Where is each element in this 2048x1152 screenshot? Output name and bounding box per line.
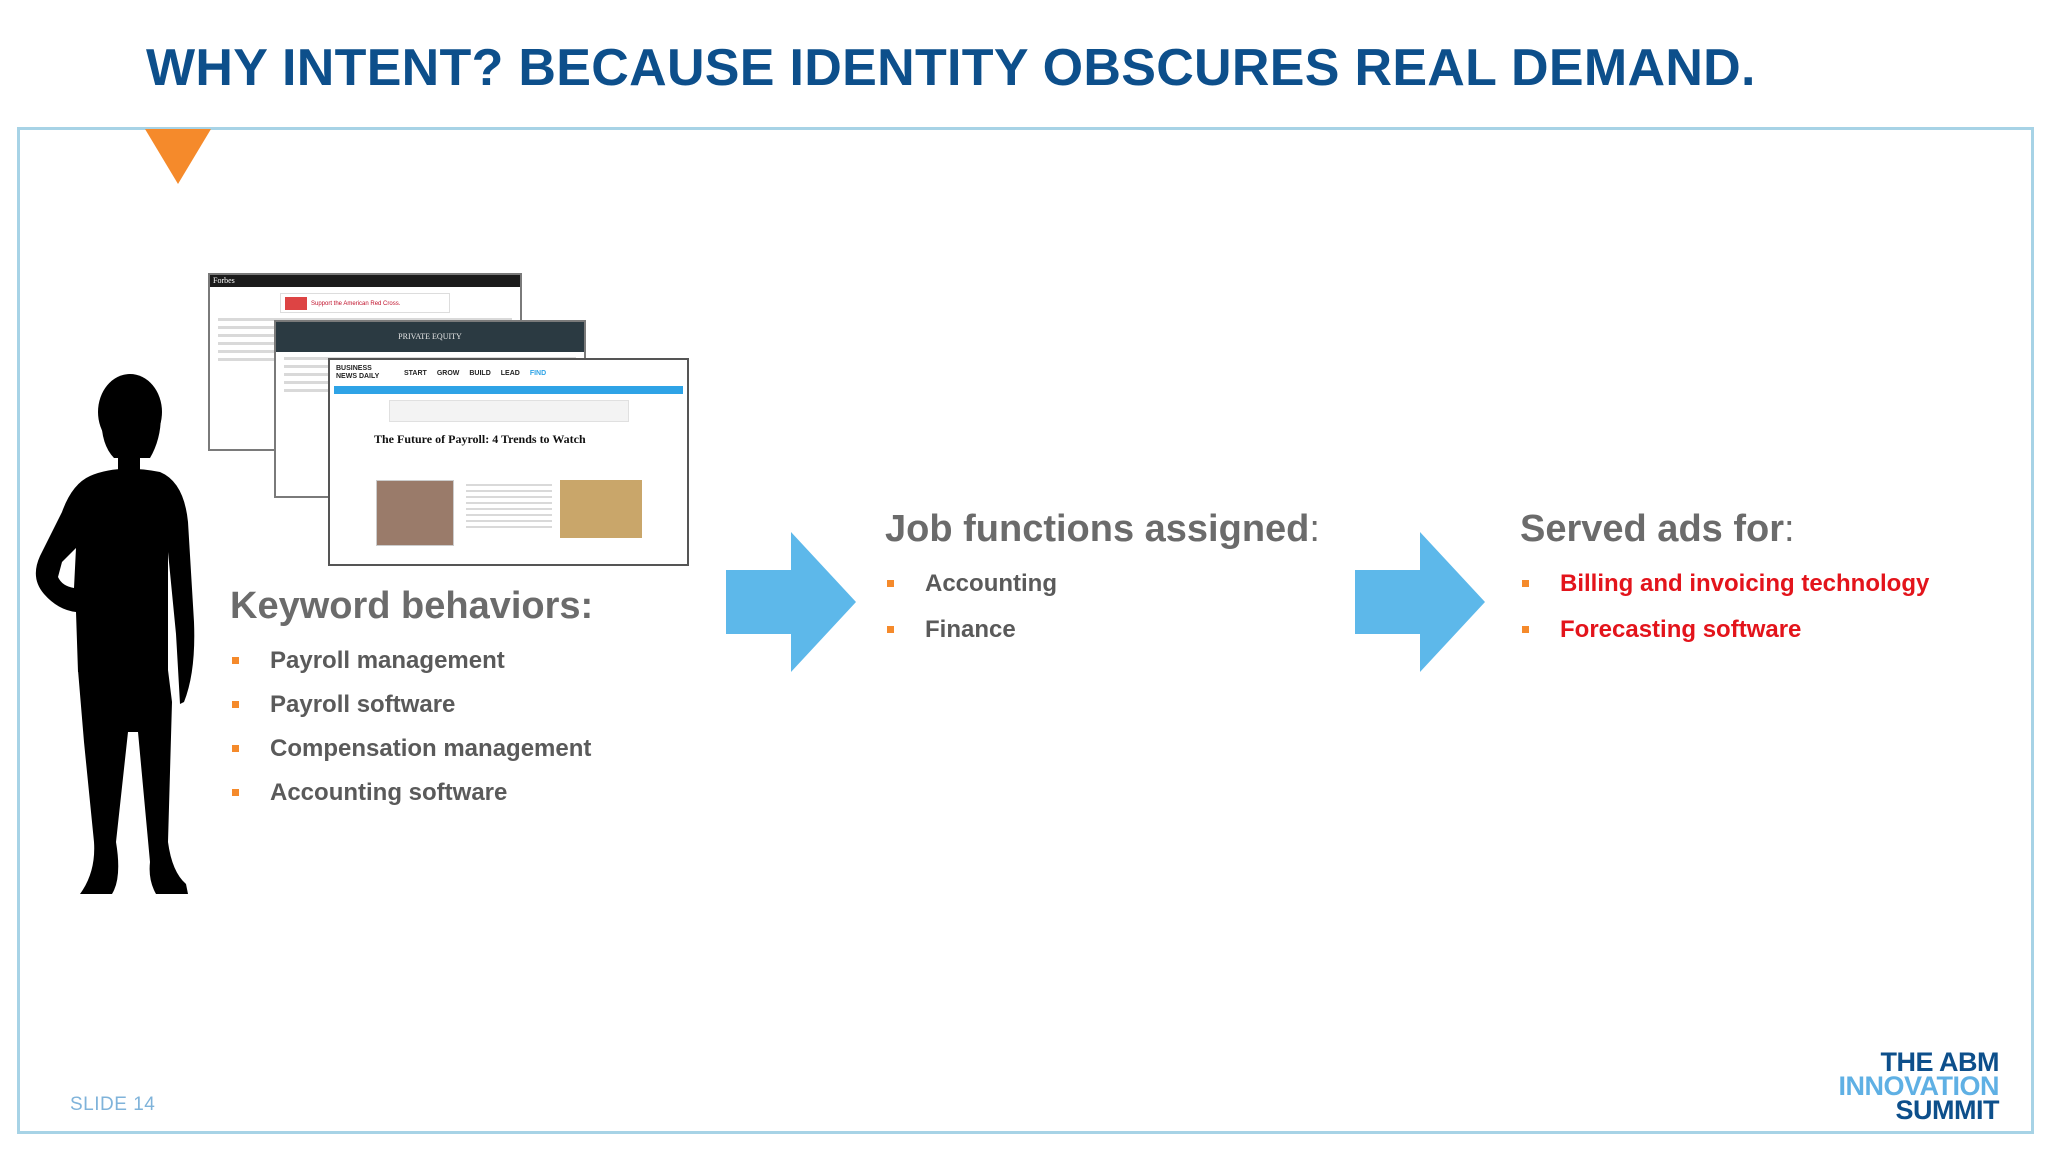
bnd-nav-bar bbox=[334, 386, 683, 394]
job-functions-heading-text: Job functions assigned bbox=[885, 508, 1310, 550]
wsj-masthead: PRIVATE EQUITY bbox=[276, 322, 584, 352]
job-functions-list: Accounting Finance bbox=[887, 569, 1057, 661]
bnd-banner-ad bbox=[388, 400, 629, 422]
job-functions-colon: : bbox=[1309, 508, 1320, 550]
list-item: Payroll management bbox=[232, 646, 591, 690]
keyword-behaviors-list: Payroll management Payroll software Comp… bbox=[232, 646, 591, 822]
bnd-header: BUSINESS NEWS DAILY START GROW BUILD LEA… bbox=[330, 360, 687, 386]
job-functions-heading: Job functions assigned: bbox=[885, 508, 1320, 551]
forbes-masthead: Forbes bbox=[210, 275, 520, 287]
served-ads-colon: : bbox=[1784, 508, 1795, 550]
bnd-nav-start: START bbox=[404, 369, 427, 377]
red-cross-ad: Support the American Red Cross. bbox=[280, 293, 450, 313]
right-arrow-icon bbox=[726, 532, 856, 672]
woman-silhouette-icon bbox=[35, 374, 195, 894]
list-item: Accounting software bbox=[232, 778, 591, 822]
logo-line-1: THE ABM bbox=[1880, 1047, 2000, 1077]
bnd-article-image bbox=[376, 480, 454, 546]
list-item: Billing and invoicing technology bbox=[1522, 569, 1929, 615]
served-ads-heading: Served ads for: bbox=[1520, 508, 1795, 551]
bnd-masthead: BUSINESS NEWS DAILY bbox=[336, 365, 380, 380]
bnd-headline: The Future of Payroll: 4 Trends to Watch bbox=[374, 432, 586, 446]
served-ads-list: Billing and invoicing technology Forecas… bbox=[1522, 569, 1929, 661]
list-item: Accounting bbox=[887, 569, 1057, 615]
list-item: Forecasting software bbox=[1522, 615, 1929, 661]
bnd-nav-build: BUILD bbox=[469, 369, 491, 377]
right-arrow-icon bbox=[1355, 532, 1485, 672]
served-ads-heading-text: Served ads for bbox=[1520, 508, 1784, 550]
orange-triangle-icon bbox=[145, 129, 211, 184]
slide-number: SLIDE 14 bbox=[70, 1094, 156, 1115]
list-item: Payroll software bbox=[232, 690, 591, 734]
bnd-ad-image bbox=[560, 480, 642, 538]
abm-summit-logo: THE ABM INNOVATION SUMMIT bbox=[1838, 1047, 2000, 1125]
bnd-article-text bbox=[466, 480, 552, 532]
logo-line-3: SUMMIT bbox=[1895, 1095, 2000, 1125]
keyword-behaviors-heading: Keyword behaviors: bbox=[230, 585, 594, 627]
slide-title: WHY INTENT? BECAUSE IDENTITY OBSCURES RE… bbox=[146, 39, 1756, 97]
bnd-nav-find: FIND bbox=[529, 369, 547, 377]
logo-line-2: INNOVATION bbox=[1838, 1071, 2000, 1101]
bnd-nav-grow: GROW bbox=[436, 369, 460, 377]
list-item: Finance bbox=[887, 615, 1057, 661]
bnd-nav-lead: LEAD bbox=[500, 369, 520, 377]
list-item: Compensation management bbox=[232, 734, 591, 778]
business-news-daily-screenshot: BUSINESS NEWS DAILY START GROW BUILD LEA… bbox=[328, 358, 689, 566]
